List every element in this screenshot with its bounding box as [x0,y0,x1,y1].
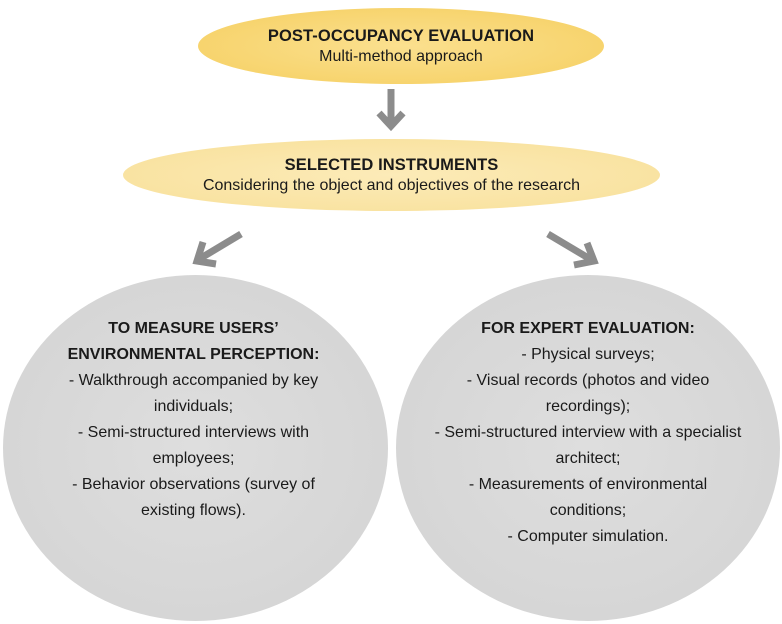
expert-evaluation-line: architect; [555,450,621,467]
expert-evaluation-line: - Semi-structured interview with a speci… [434,424,742,441]
users-perception-line: existing flows). [141,502,246,519]
expert-evaluation-line: - Visual records (photos and video [466,372,710,389]
users-perception-line: - Walkthrough accompanied by key [68,372,319,389]
post-occupancy-evaluation-title: POST-OCCUPANCY EVALUATION [267,26,535,45]
selected-instruments-subtitle: Considering the object and objectives of… [202,176,581,194]
users-perception-node [3,275,388,621]
expert-evaluation-line: conditions; [549,502,627,519]
arrow-down-left-icon [192,230,243,268]
expert-evaluation-text: FOR EXPERT EVALUATION: - Physical survey… [402,316,774,550]
expert-evaluation-line: recordings); [545,398,631,415]
users-perception-title-line-2: ENVIRONMENTAL PERCEPTION: [67,346,320,363]
users-perception-line: - Semi-structured interviews with [77,424,310,441]
expert-evaluation-line: - Measurements of environmental [468,476,708,493]
users-perception-line: individuals; [153,398,234,415]
users-perception-line: employees; [152,450,235,467]
users-perception-line: - Behavior observations (survey of [72,476,315,493]
expert-evaluation-line: - Physical surveys; [521,346,655,363]
arrow-down-right-icon [546,230,599,269]
arrow-down-icon [376,89,406,132]
expert-evaluation-line: - Computer simulation. [507,528,669,545]
users-perception-title-line-1: TO MEASURE USERS’ [108,320,279,337]
selected-instruments-title: SELECTED INSTRUMENTS [284,155,499,174]
expert-evaluation-title: FOR EXPERT EVALUATION: [481,320,695,337]
selected-instruments-node: SELECTED INSTRUMENTS Considering the obj… [123,139,660,211]
post-occupancy-evaluation-node: POST-OCCUPANCY EVALUATION Multi-method a… [198,8,604,84]
users-perception-text: TO MEASURE USERS’ ENVIRONMENTAL PERCEPTI… [16,316,371,524]
expert-evaluation-node [396,275,780,621]
multi-method-subtitle: Multi-method approach [319,47,483,65]
